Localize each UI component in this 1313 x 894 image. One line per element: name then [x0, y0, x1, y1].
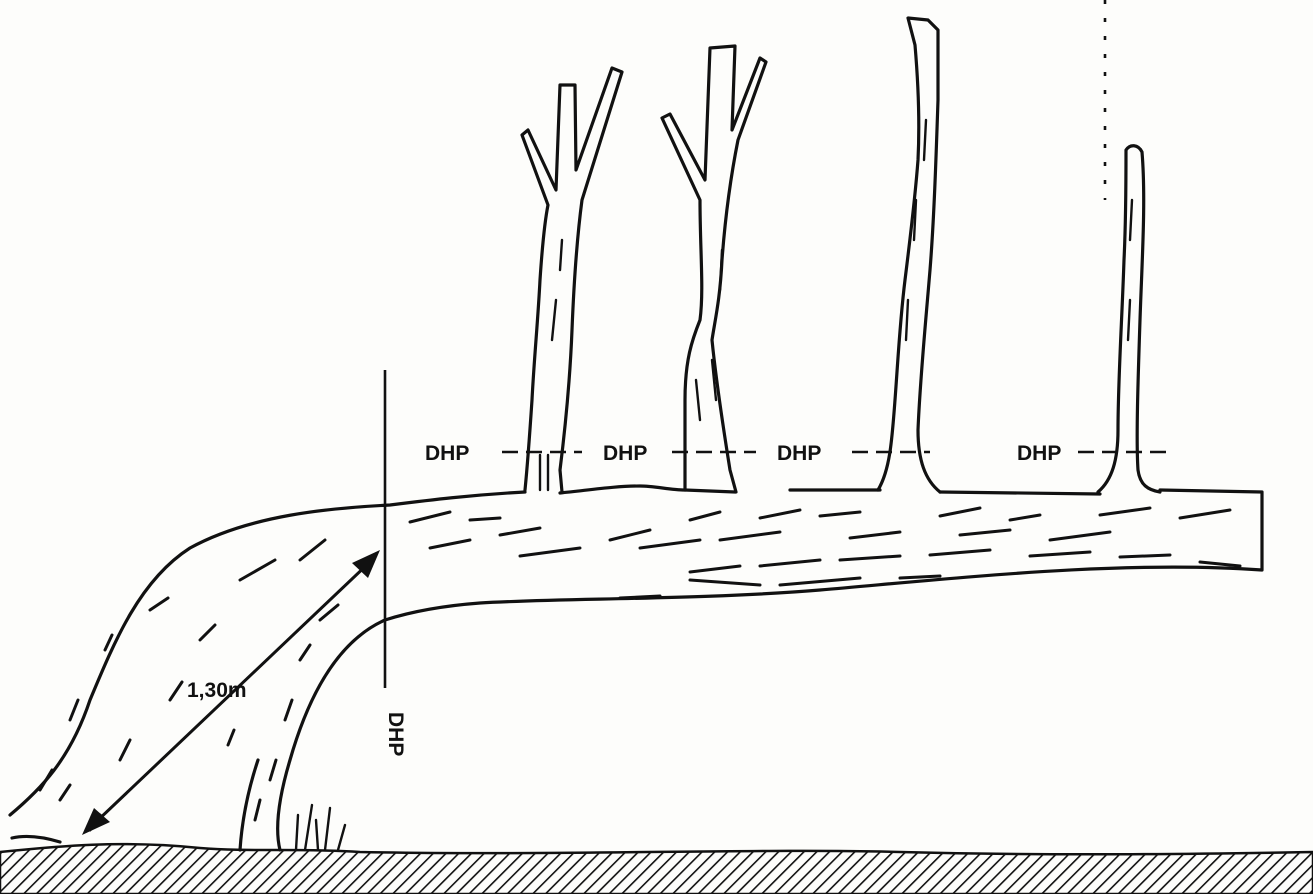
stem-2 — [662, 46, 766, 492]
dhp-trunk-label: DHP — [384, 712, 407, 756]
stem-3 — [878, 18, 940, 492]
bark-texture — [40, 508, 1240, 830]
stem-1 — [522, 68, 622, 492]
dhp-label-4: DHP — [1017, 442, 1061, 465]
stem-4 — [1098, 146, 1160, 492]
grass — [296, 805, 345, 850]
dhp-label-1: DHP — [425, 442, 469, 465]
height-label: 1,30m — [187, 679, 247, 702]
dhp-label-3: DHP — [777, 442, 821, 465]
dhp-label-2: DHP — [603, 442, 647, 465]
fallen-trunk — [10, 486, 1262, 850]
ground — [0, 844, 1313, 894]
